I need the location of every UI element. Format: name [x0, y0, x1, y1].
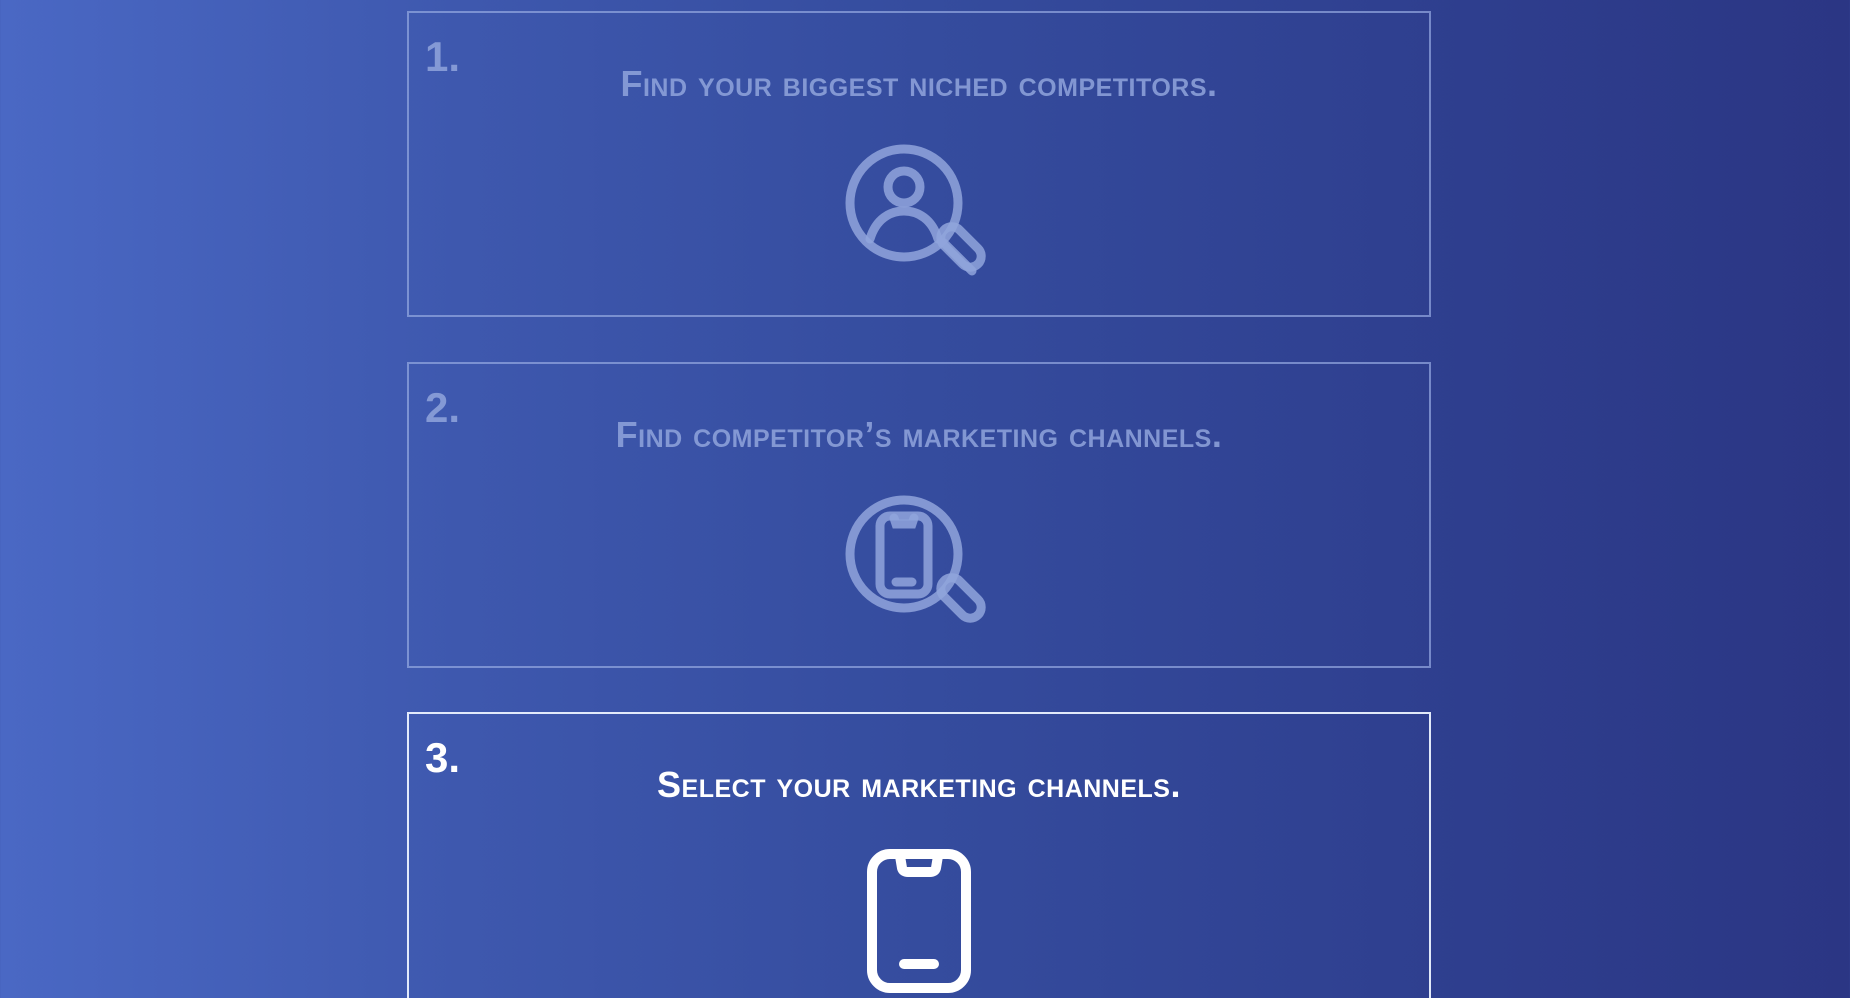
step-number: 2. — [425, 384, 461, 431]
step-title: Select your marketing channels. — [657, 764, 1181, 805]
step-card-1: 1. Find your biggest niched competitors. — [407, 11, 1431, 317]
person-search-icon — [845, 144, 986, 276]
step-card-3: 3. Select your marketing channels. — [407, 712, 1431, 998]
step-number: 3. — [425, 734, 461, 781]
step-card-2: 2. Find competitor’s marketing channels. — [407, 362, 1431, 668]
step-title: Find competitor’s marketing channels. — [615, 414, 1223, 455]
phone-search-icon — [845, 495, 986, 623]
step-number: 1. — [425, 33, 461, 80]
smartphone-icon — [867, 849, 971, 993]
step-title: Find your biggest niched competitors. — [620, 63, 1218, 104]
